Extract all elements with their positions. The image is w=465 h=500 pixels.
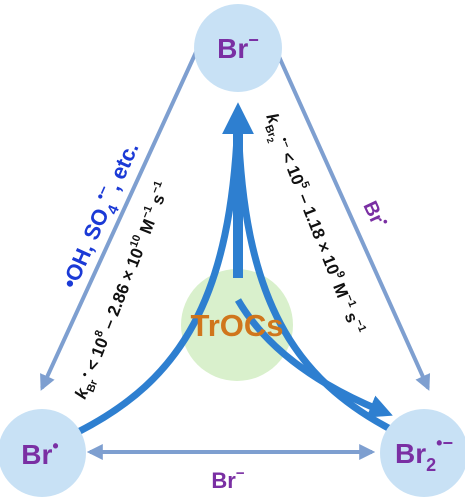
big-arrow-left-to-top: [74, 111, 242, 436]
edge-right-label: Br•: [358, 196, 393, 232]
arrow-top-to-right: [274, 49, 431, 391]
arrow-top-to-left: [40, 49, 199, 391]
node-right-circle: [380, 409, 465, 497]
node-left-circle: [0, 409, 86, 497]
center-label: TrOCs: [190, 308, 283, 343]
edge-bottom-label: Br−: [211, 465, 244, 493]
node-top-circle: [194, 4, 282, 92]
node-right-label: Br2•−: [395, 433, 453, 475]
node-top-label: Br−: [217, 30, 259, 64]
node-left-label: Br•: [21, 436, 58, 470]
big-arrow-right-to-top: [234, 111, 400, 436]
big-arrow-center-to-right: [234, 298, 393, 418]
